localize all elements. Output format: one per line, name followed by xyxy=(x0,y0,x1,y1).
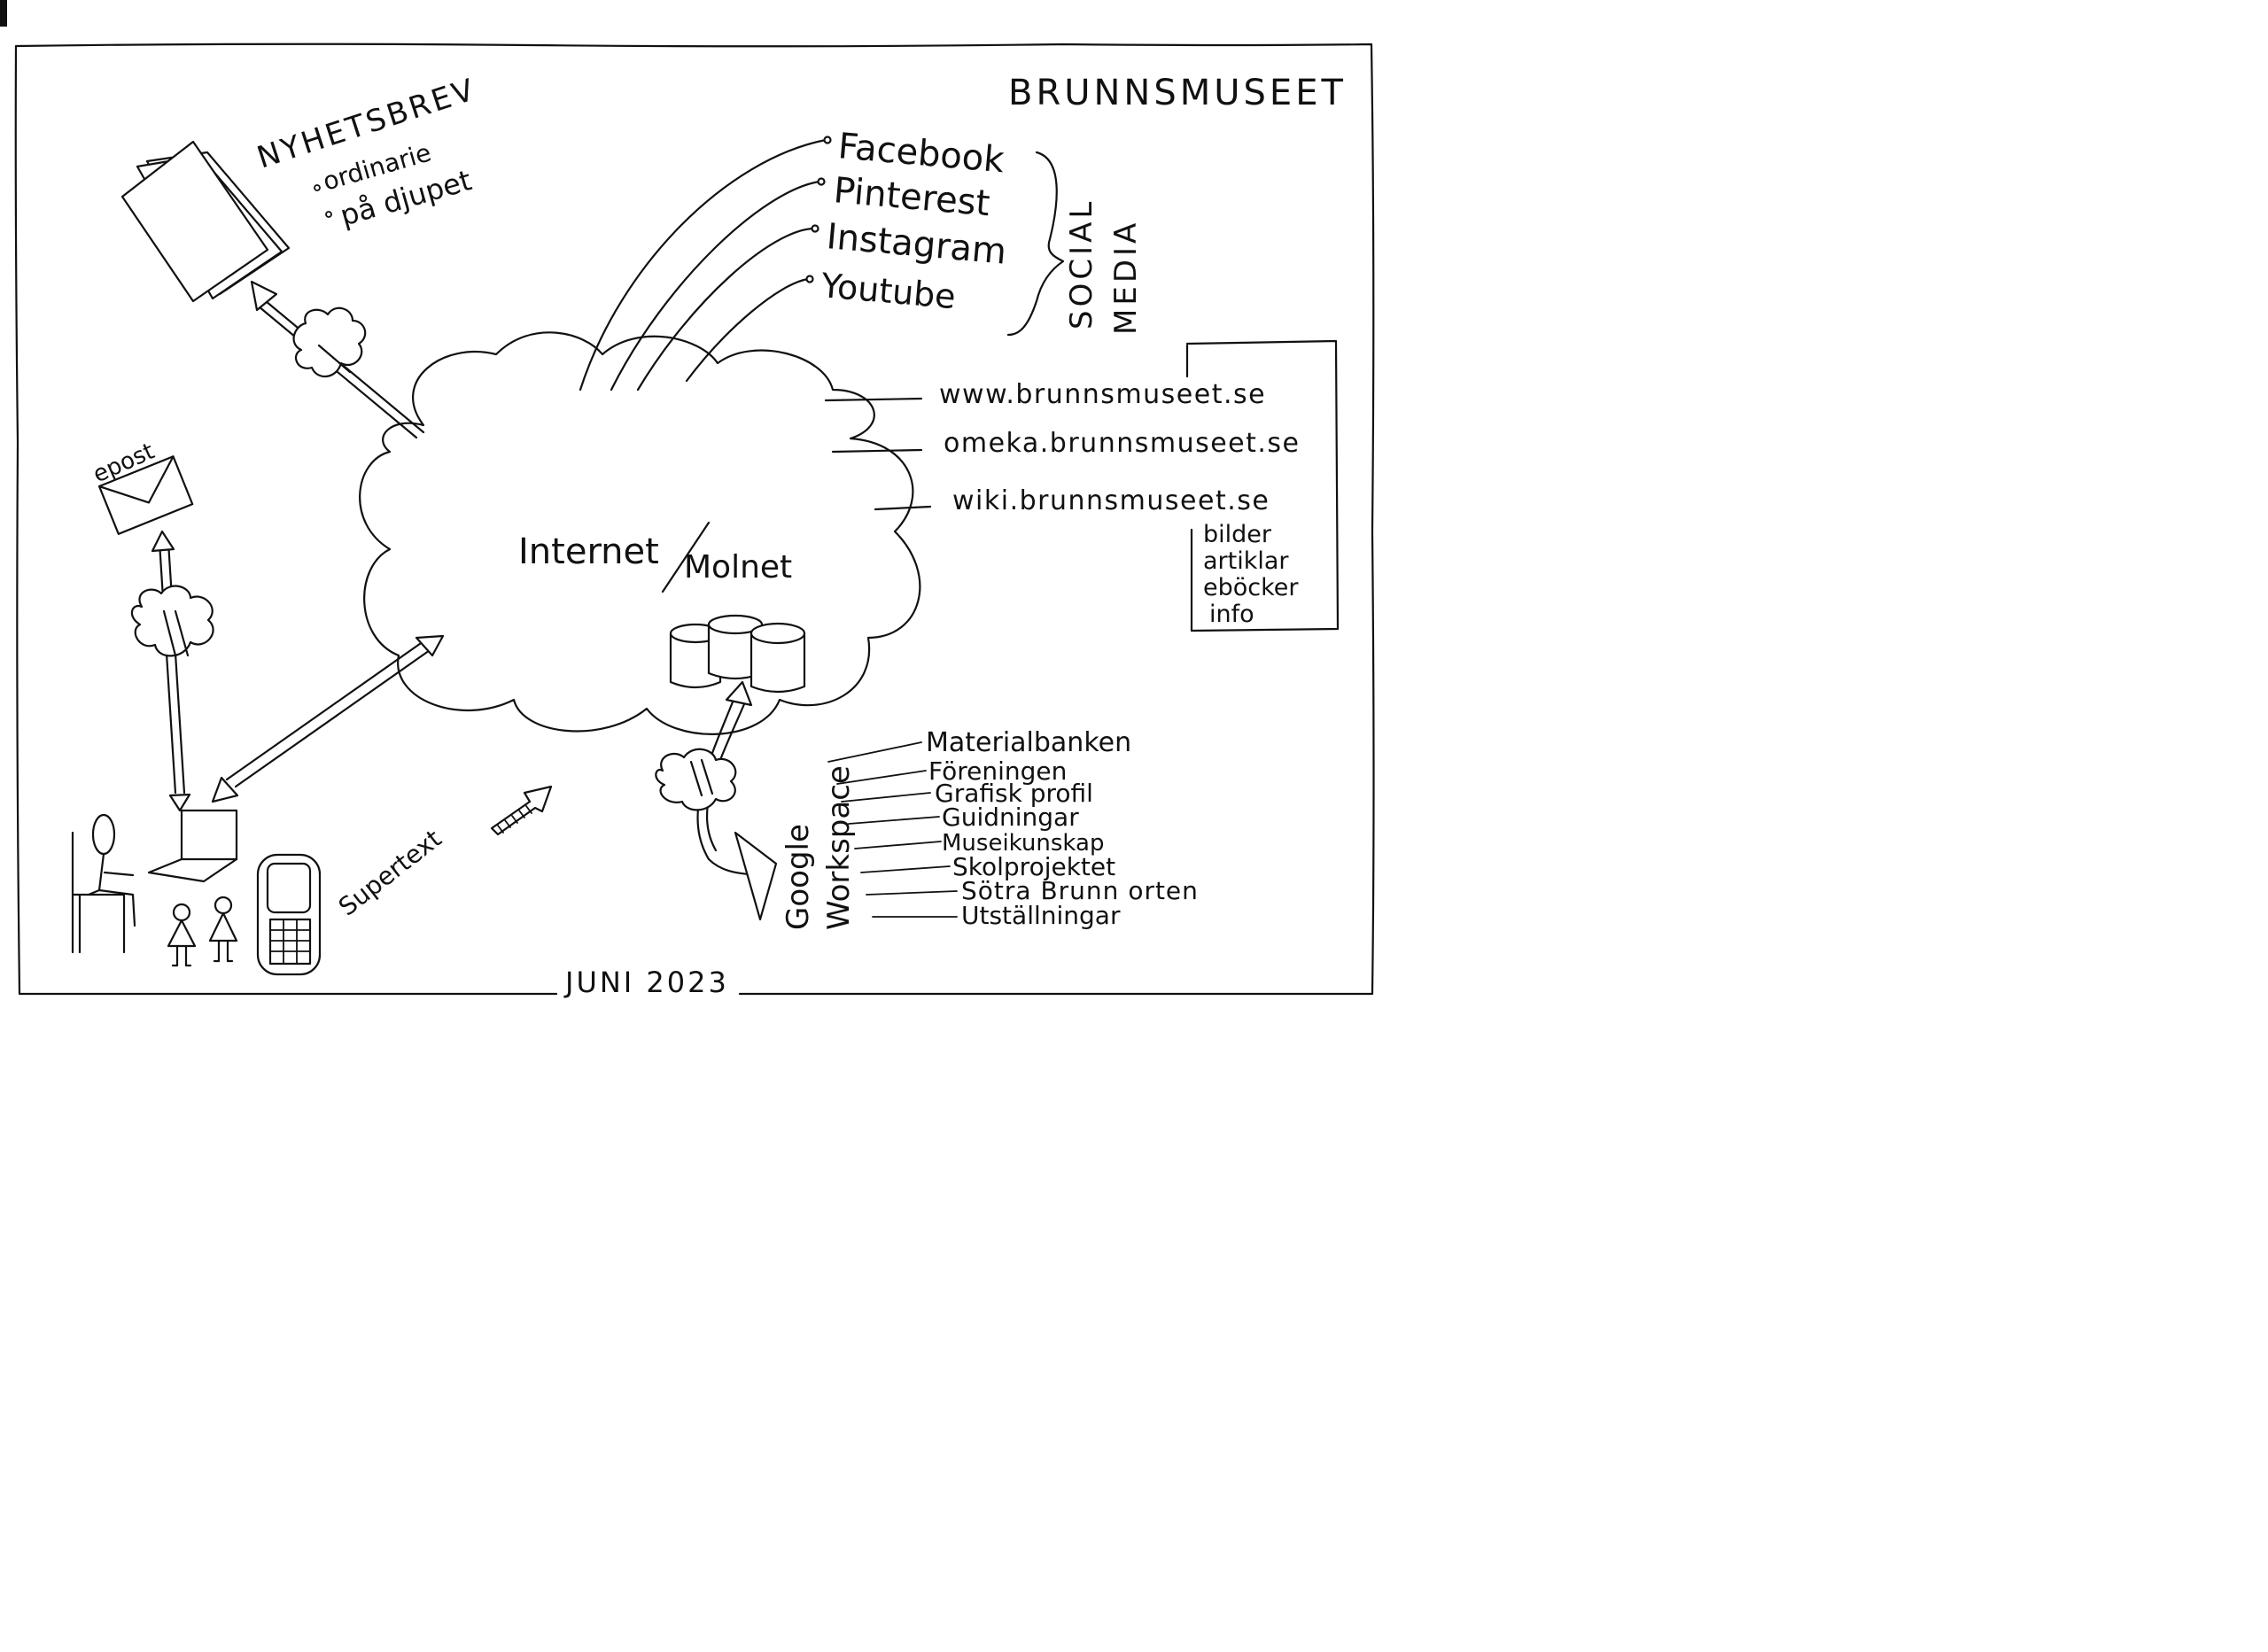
web-arrow-head xyxy=(415,634,445,657)
newsletter-bullet xyxy=(325,211,332,218)
website-content-item: artiklar xyxy=(1203,547,1289,575)
website-content-item: eböcker xyxy=(1203,574,1299,601)
newsletter-book-icon xyxy=(120,140,291,303)
small-cloud xyxy=(130,585,214,657)
frame-border xyxy=(14,43,1375,996)
website-url: wiki.brunnsmuseet.se xyxy=(952,485,1270,516)
social-item-instagram: Instagram xyxy=(825,216,1008,273)
workspace-item: Museikunskap xyxy=(942,830,1104,857)
workspace-item: Grafisk profil xyxy=(935,779,1093,808)
website-content-item: info xyxy=(1209,601,1254,628)
social-group-label: MEDIA xyxy=(1108,220,1144,335)
social-item-youtube: Youtube xyxy=(819,266,957,316)
web-arrow-shaft xyxy=(225,640,434,788)
corner-mark xyxy=(0,0,7,27)
mobile-phone-icon xyxy=(256,853,322,976)
website-content-item: bilder xyxy=(1203,521,1272,548)
website-connector xyxy=(831,448,923,454)
title: BRUNNSMUSEET xyxy=(1008,73,1347,113)
workspace-label: Google xyxy=(781,824,816,930)
internet-label: Internet xyxy=(518,531,659,572)
newsletter-arrow-shaft xyxy=(317,344,352,374)
social-item-pinterest: Pinterest xyxy=(832,170,991,224)
workspace-arrow-head xyxy=(725,680,753,707)
date-label: JUNI 2023 xyxy=(563,966,729,999)
mind-map-diagram: BRUNNSMUSEET Internet Molnet NYHETSBREV … xyxy=(0,0,1375,999)
small-cloud xyxy=(292,306,367,377)
newsletter-arrow-head xyxy=(250,280,278,312)
workspace-item: Materialbanken xyxy=(926,727,1131,758)
workspace-arrow-shaft xyxy=(689,758,714,797)
supertext-label: Supertext xyxy=(333,824,447,922)
email-arrow-head xyxy=(168,793,191,812)
email-arrow-shaft xyxy=(158,540,186,795)
mind-map-sheet: BRUNNSMUSEET Internet Molnet NYHETSBREV … xyxy=(0,0,1383,1007)
center-divider xyxy=(661,521,711,593)
website-url: www.brunnsmuseet.se xyxy=(939,379,1266,410)
workspace-item: Utställningar xyxy=(961,901,1121,930)
children-icon xyxy=(167,896,238,967)
internet-cloud xyxy=(359,331,921,735)
molnet-label: Molnet xyxy=(684,549,792,586)
website-connector xyxy=(874,505,932,511)
website-connector xyxy=(824,397,923,402)
workspace-item: Föreningen xyxy=(928,756,1067,786)
workspace-arrow-head xyxy=(734,831,778,921)
workspace-connectors xyxy=(827,741,958,918)
social-connectors xyxy=(579,136,832,392)
website-content-box xyxy=(1185,339,1340,632)
social-group-label: SOCIAL xyxy=(1064,198,1099,330)
social-brace xyxy=(1006,151,1065,337)
supertext-arrow-icon xyxy=(490,785,553,836)
person-at-computer-icon xyxy=(71,809,238,954)
database-icon xyxy=(669,614,806,694)
email-arrow-shaft xyxy=(162,609,190,657)
email-envelope-icon xyxy=(97,455,194,535)
newsletter-bullet xyxy=(314,184,321,191)
workspace-item: Skolprojektet xyxy=(952,852,1115,881)
workspace-item: Sötra Brunn orten xyxy=(961,876,1199,905)
workspace-label: Workspace xyxy=(821,765,857,930)
email-arrow-head xyxy=(151,530,175,553)
web-arrow-head xyxy=(211,776,239,803)
website-url: omeka.brunnsmuseet.se xyxy=(944,428,1301,459)
workspace-item: Guidningar xyxy=(942,803,1079,832)
